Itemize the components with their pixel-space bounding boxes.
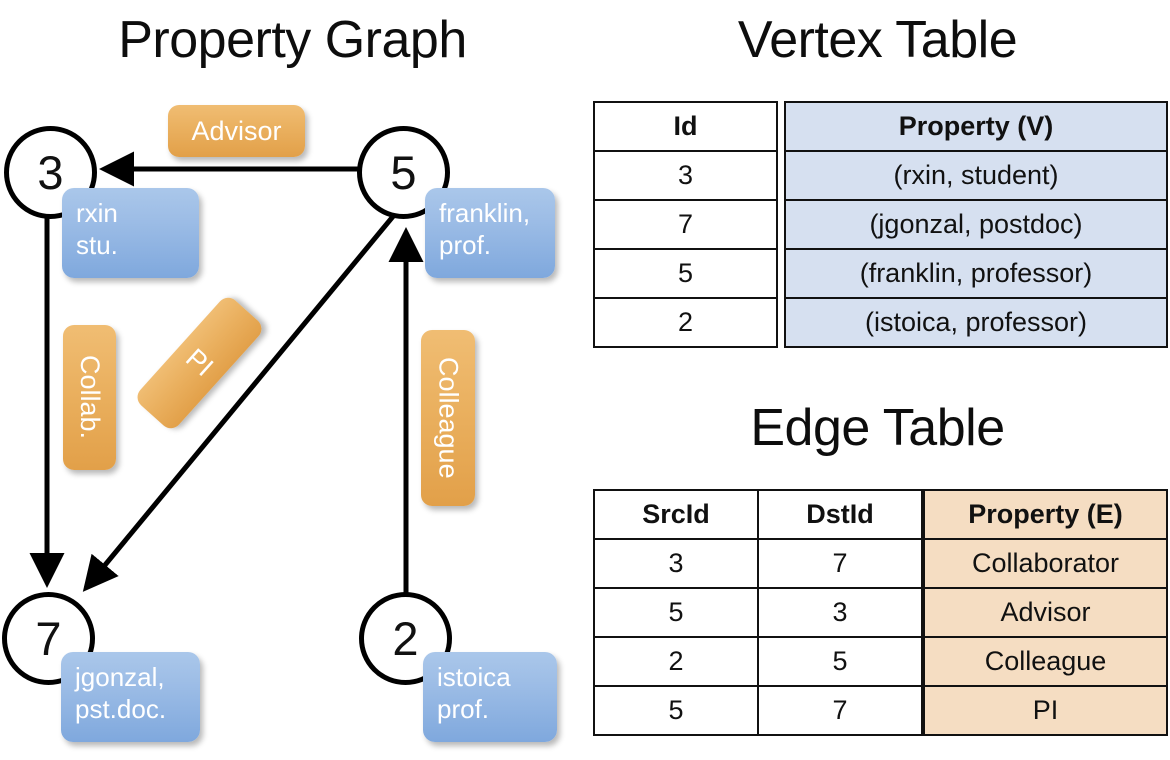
graph-node-2[interactable]: 2 <box>359 592 452 685</box>
node-property-line: stu. <box>76 229 118 260</box>
vertex-property-cell: (jgonzal, postdoc) <box>784 199 1168 250</box>
edge-property-cell: Colleague <box>923 636 1168 687</box>
table-row: 2 5 <box>593 636 923 687</box>
page-title-property-graph: Property Graph <box>118 11 467 69</box>
vertex-table-id-column: Id 3 7 5 2 <box>593 101 778 348</box>
vertex-id-cell: 2 <box>593 297 778 348</box>
table-row: 7 <box>593 199 778 250</box>
edge-table-header-dstid: DstId <box>757 489 923 540</box>
node-property-line: pst.doc. <box>75 693 167 724</box>
vertex-id-cell: 7 <box>593 199 778 250</box>
table-row: 5 <box>593 248 778 299</box>
table-row: (rxin, student) <box>784 150 1168 201</box>
edge-label-text: Advisor <box>191 115 282 146</box>
table-row: 5 3 <box>593 587 923 638</box>
vertex-id-cell: 3 <box>593 150 778 201</box>
edge-label-text: Collab. <box>75 355 105 440</box>
vertex-property-cell: (franklin, professor) <box>784 248 1168 299</box>
table-header-row: Id <box>593 101 778 152</box>
vertex-table-header-id: Id <box>593 101 778 152</box>
node-property-line: istoica <box>437 662 511 692</box>
node-property-box-7[interactable]: jgonzal, pst.doc. <box>61 652 200 742</box>
table-row: PI <box>923 685 1168 736</box>
edge-srcid-cell: 3 <box>593 538 759 589</box>
table-row: Colleague <box>923 636 1168 687</box>
table-row: (istoica, professor) <box>784 297 1168 348</box>
edge-dstid-cell: 3 <box>757 587 923 638</box>
table-row: (jgonzal, postdoc) <box>784 199 1168 250</box>
edge-property-cell: PI <box>923 685 1168 736</box>
node-property-box-2[interactable]: istoica prof. <box>423 652 557 742</box>
vertex-table-header-property: Property (V) <box>784 101 1168 152</box>
property-graph-panel: Property Graph 3 5 7 2 rxin stu. frankli… <box>2 11 557 742</box>
graph-node-3-label: 3 <box>37 146 64 199</box>
edge-label-text: PI <box>180 342 220 383</box>
graph-node-5[interactable]: 5 <box>357 126 450 219</box>
edge-srcid-cell: 5 <box>593 685 759 736</box>
edge-property-cell: Collaborator <box>923 538 1168 589</box>
node-property-line: rxin <box>76 198 118 228</box>
graph-node-7-label: 7 <box>35 612 62 665</box>
node-property-box-5[interactable]: franklin, prof. <box>425 188 555 278</box>
edge-dstid-cell: 7 <box>757 685 923 736</box>
edge-dstid-cell: 5 <box>757 636 923 687</box>
edge-label-text: Colleague <box>433 357 464 479</box>
node-property-line: franklin, <box>439 198 531 228</box>
node-property-line: jgonzal, <box>75 662 165 692</box>
table-row: 3 <box>593 150 778 201</box>
edge-label-colleague[interactable]: Colleague <box>421 330 475 506</box>
edge-table-property-column: Property (E) Collaborator Advisor Collea… <box>923 489 1168 736</box>
table-row: Advisor <box>923 587 1168 638</box>
vertex-property-cell: (istoica, professor) <box>784 297 1168 348</box>
node-property-line: prof. <box>437 693 490 724</box>
table-header-row: Property (V) <box>784 101 1168 152</box>
table-header-row: Property (E) <box>923 489 1168 540</box>
table-row: (franklin, professor) <box>784 248 1168 299</box>
table-row: 2 <box>593 297 778 348</box>
edge-table-header-property: Property (E) <box>923 489 1168 540</box>
node-property-line: prof. <box>439 229 492 260</box>
table-row: 5 7 <box>593 685 923 736</box>
node-property-box-3[interactable]: rxin stu. <box>62 188 199 278</box>
vertex-property-cell: (rxin, student) <box>784 150 1168 201</box>
vertex-table-property-column: Property (V) (rxin, student) (jgonzal, p… <box>784 101 1168 348</box>
edge-dstid-cell: 7 <box>757 538 923 589</box>
vertex-id-cell: 5 <box>593 248 778 299</box>
edge-property-cell: Advisor <box>923 587 1168 638</box>
graph-node-2-label: 2 <box>392 612 419 665</box>
table-row: 3 7 <box>593 538 923 589</box>
edge-table-header-srcid: SrcId <box>593 489 759 540</box>
graph-edge-lines <box>29 151 424 595</box>
table-header-row: SrcId DstId <box>593 489 923 540</box>
edge-label-collab[interactable]: Collab. <box>63 325 116 470</box>
edge-srcid-cell: 5 <box>593 587 759 638</box>
table-row: Collaborator <box>923 538 1168 589</box>
edge-line-pi <box>82 212 397 592</box>
page-title-edge-table: Edge Table <box>750 399 1005 457</box>
edge-table-id-columns: SrcId DstId 3 7 5 3 2 5 5 7 <box>593 489 923 736</box>
graph-node-5-label: 5 <box>390 146 417 199</box>
edge-srcid-cell: 2 <box>593 636 759 687</box>
page-title-vertex-table: Vertex Table <box>737 11 1018 69</box>
edge-label-advisor[interactable]: Advisor <box>168 105 305 157</box>
